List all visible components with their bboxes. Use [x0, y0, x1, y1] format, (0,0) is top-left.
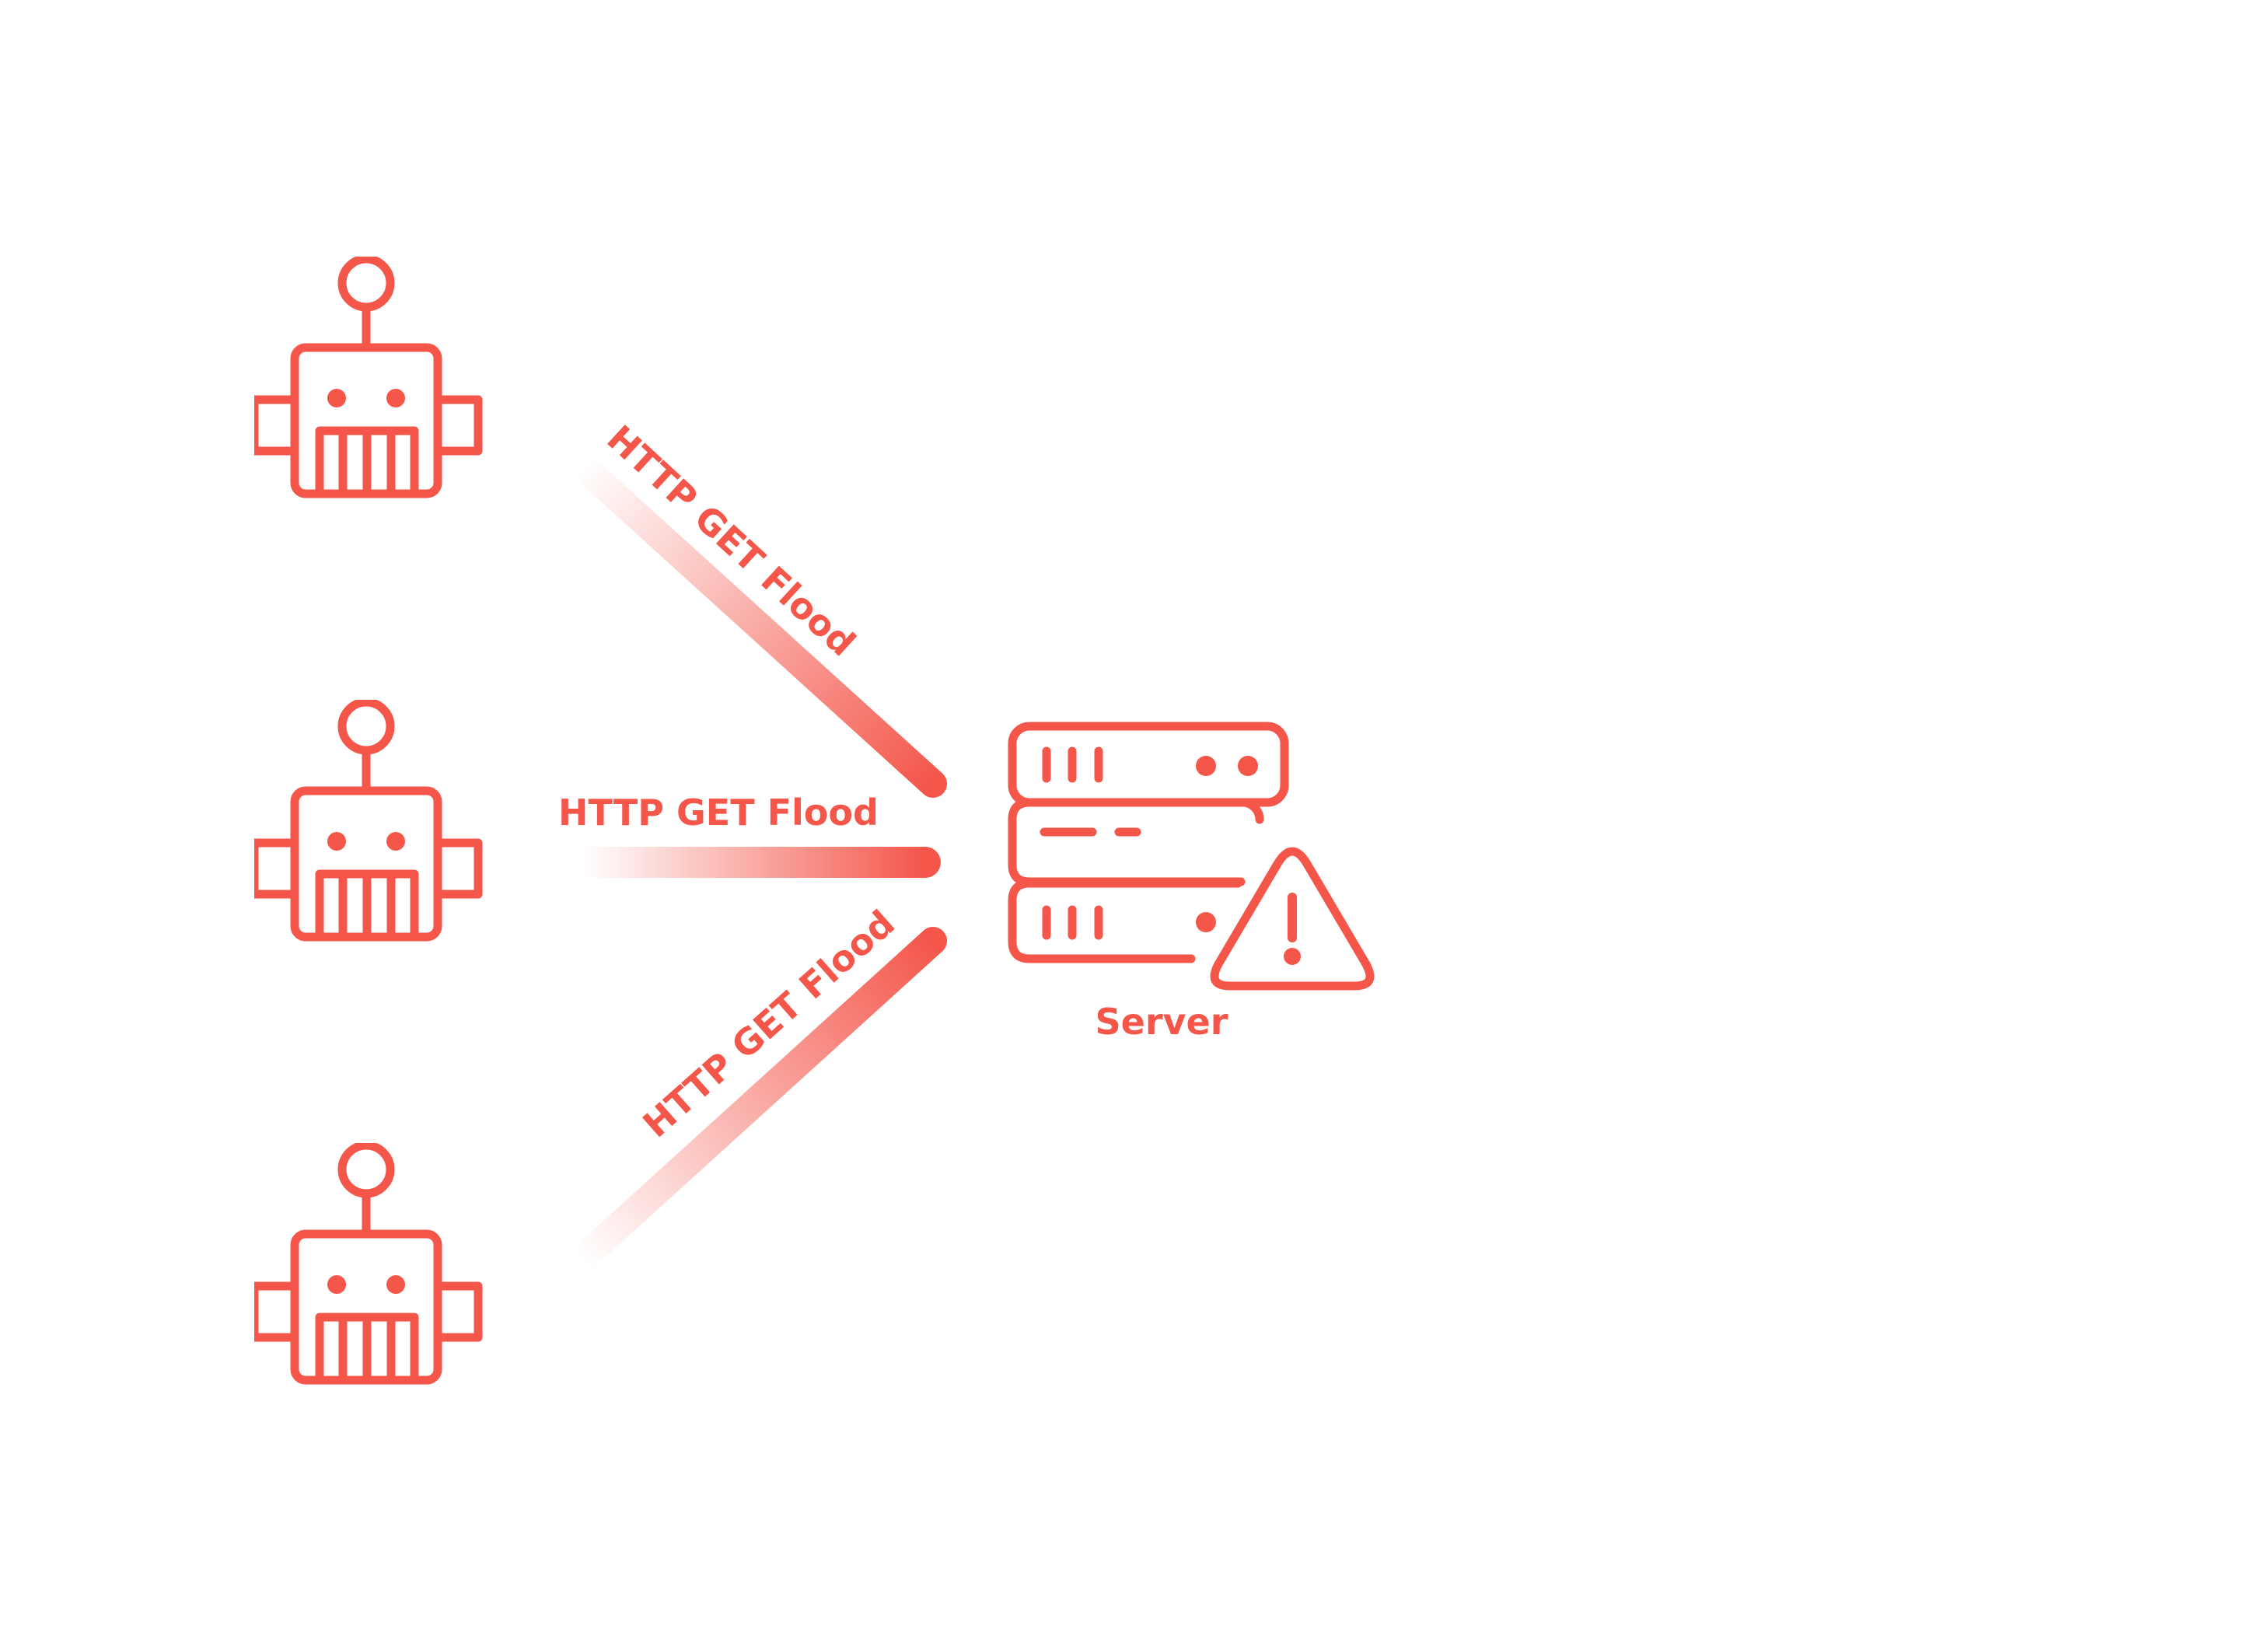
- flood-label-top: HTTP GET Flood: [599, 417, 864, 664]
- bot-2-robot-icon: [254, 702, 478, 937]
- flood-beam-top: [569, 453, 947, 798]
- bot-3-robot-icon: [254, 1145, 478, 1380]
- server-label: Server: [1096, 1001, 1228, 1043]
- warning-icon: [1210, 847, 1375, 991]
- flood-beam-bottom: [569, 927, 947, 1272]
- server-icon: [1008, 722, 1289, 963]
- server-status-lights: [1196, 756, 1258, 932]
- bot-1-robot-icon: [254, 259, 478, 494]
- flood-label-middle: HTTP GET Flood: [558, 792, 879, 834]
